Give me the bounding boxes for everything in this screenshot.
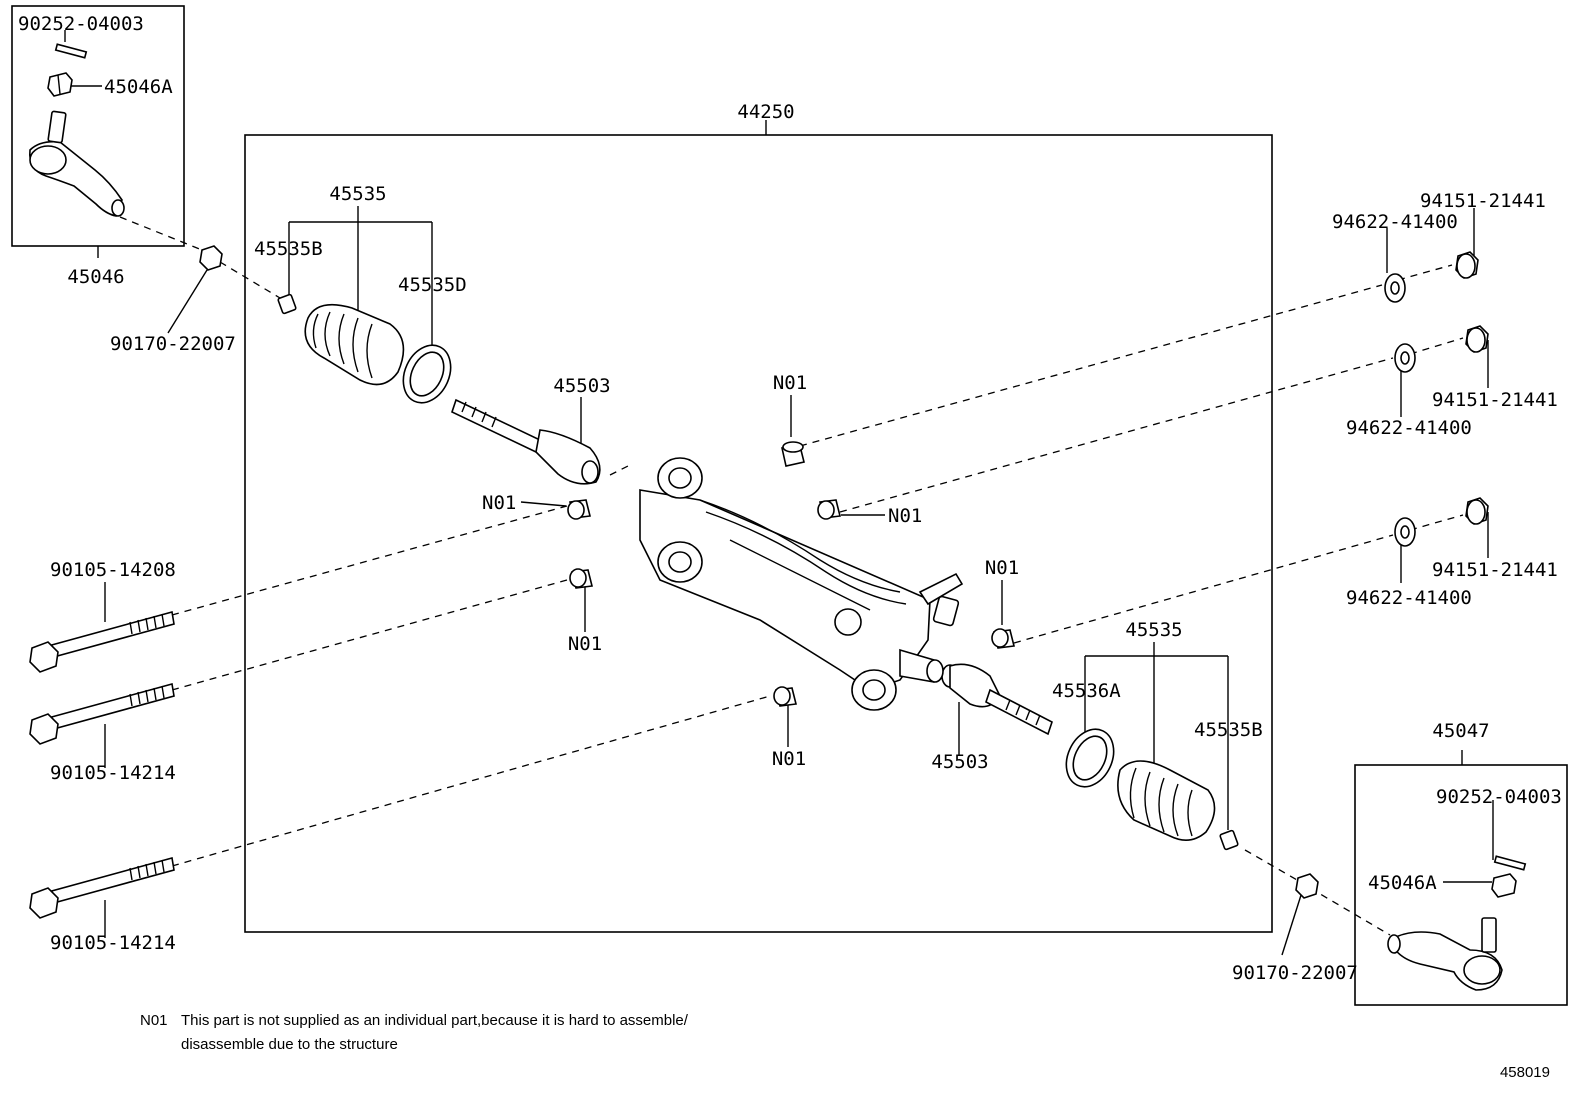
note-line-1: This part is not supplied as an individu… [181, 1012, 689, 1029]
bolt-3-icon [29, 856, 175, 919]
assembly-frame [244, 134, 1273, 933]
label-nut-1: 94151-21441 [1420, 190, 1546, 212]
lock-nut-rh-icon [1295, 873, 1319, 899]
label-inner-tie-rod-rh: 45503 [931, 751, 988, 773]
tie-rod-end-lh-icon [29, 110, 125, 217]
label-washer-2: 94622-41400 [1346, 417, 1472, 439]
label-n01-f: N01 [772, 748, 806, 770]
n01-bushing-e-icon [991, 628, 1015, 649]
diagram-id: 458019 [1500, 1064, 1550, 1081]
label-assembly: 44250 [737, 101, 794, 123]
label-bolt-2: 90105-14214 [50, 762, 176, 784]
clip-rh-icon [1219, 829, 1239, 851]
note-line-2: disassemble due to the structure [181, 1036, 398, 1053]
label-tie-rod-end-rh: 45047 [1432, 720, 1489, 742]
washer-3-icon [1394, 517, 1416, 547]
n01-bushing-b-icon [567, 499, 591, 520]
castle-nut-lh-icon [47, 72, 73, 97]
inner-tie-rod-rh-icon [941, 663, 1053, 736]
flange-nut-2-icon [1465, 325, 1489, 353]
label-castle-nut-rh: 45046A [1368, 872, 1437, 894]
label-n01-c: N01 [888, 505, 922, 527]
label-lock-nut-rh: 90170-22007 [1232, 962, 1358, 984]
label-clip-rh: 45535B [1194, 719, 1263, 741]
label-cotter-pin-rh: 90252-04003 [1436, 786, 1562, 808]
n01-bushing-c-icon [817, 499, 841, 520]
n01-bushing-a-icon [781, 441, 805, 467]
label-clamp-lh: 45535D [398, 274, 467, 296]
n01-bushing-f-icon [773, 686, 797, 707]
label-inner-tie-rod-lh: 45503 [553, 375, 610, 397]
label-washer-1: 94622-41400 [1332, 211, 1458, 233]
lock-nut-lh-icon [199, 245, 223, 271]
inner-tie-rod-lh-icon [451, 398, 601, 485]
label-bolt-3: 90105-14214 [50, 932, 176, 954]
tie-rod-end-rh-icon [1387, 917, 1503, 991]
cotter-pin-rh-icon [1493, 855, 1527, 871]
boot-rh-icon [1117, 760, 1216, 841]
label-lock-nut-lh: 90170-22007 [110, 333, 236, 355]
label-bolt-1: 90105-14208 [50, 559, 176, 581]
label-n01-e: N01 [985, 557, 1019, 579]
label-tie-rod-end-lh: 45046 [67, 266, 124, 288]
alignment-lines [119, 216, 1464, 936]
washer-2-icon [1394, 343, 1416, 373]
label-washer-3: 94622-41400 [1346, 587, 1472, 609]
label-clip-lh: 45535B [254, 238, 323, 260]
tie-rod-end-lh-frame [11, 5, 185, 247]
label-cotter-pin-lh: 90252-04003 [18, 13, 144, 35]
flange-nut-1-icon [1455, 251, 1479, 279]
flange-nut-3-icon [1465, 497, 1489, 525]
washer-1-icon [1384, 273, 1406, 303]
bolt-2-icon [29, 682, 175, 745]
label-nut-2: 94151-21441 [1432, 389, 1558, 411]
note-code: N01 [140, 1012, 168, 1029]
steering-rack-housing-icon [639, 457, 964, 711]
label-clamp-rh: 45536A [1052, 680, 1121, 702]
clamp-rh-icon [1065, 728, 1115, 788]
label-castle-nut-lh: 45046A [104, 76, 173, 98]
label-n01-a: N01 [773, 372, 807, 394]
label-nut-3: 94151-21441 [1432, 559, 1558, 581]
label-n01-b: N01 [482, 492, 516, 514]
tie-rod-end-rh-frame [1354, 764, 1568, 1006]
n01-bushing-d-icon [569, 568, 593, 589]
clip-lh-icon [277, 293, 297, 315]
leader-lines [64, 30, 1494, 956]
castle-nut-rh-icon [1491, 873, 1517, 898]
boot-lh-icon [304, 303, 405, 386]
cotter-pin-lh-icon [54, 43, 88, 59]
clamp-lh-icon [402, 344, 452, 404]
label-boot-kit-rh: 45535 [1125, 619, 1182, 641]
bolt-1-icon [29, 610, 175, 673]
label-boot-kit-lh: 45535 [329, 183, 386, 205]
label-n01-d: N01 [568, 633, 602, 655]
